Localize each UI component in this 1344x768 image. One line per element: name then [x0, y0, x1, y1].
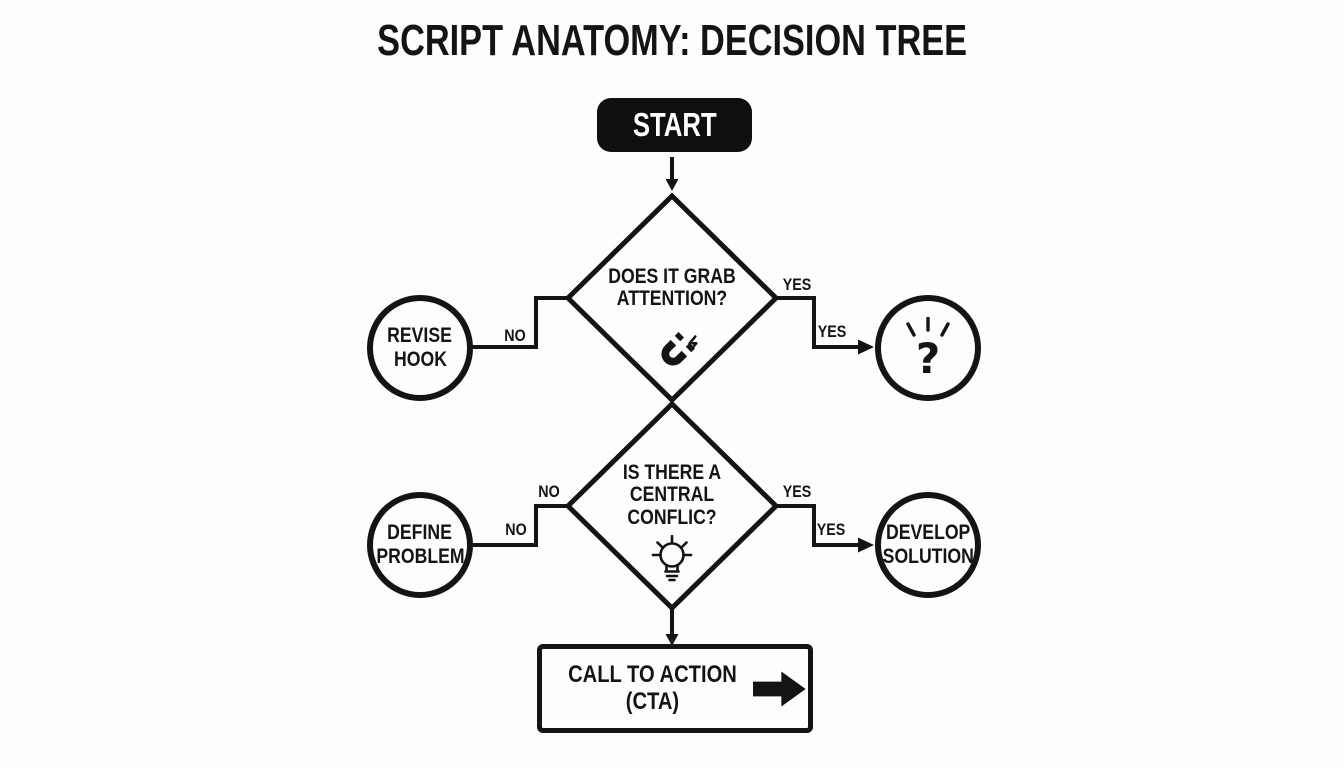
arrow-right-icon [752, 670, 806, 707]
yes-connector-2 [776, 504, 874, 553]
cta-node: CALL TO ACTION (CTA) [537, 644, 813, 733]
start-arrow [665, 157, 679, 191]
magnet-icon [661, 332, 698, 366]
edge-label-no-2-lower: NO [505, 520, 527, 539]
decision-diamond-2 [564, 400, 780, 612]
start-node: START [597, 98, 752, 152]
decision-2-question: IS THERE A CENTRAL CONFLIC? [622, 461, 722, 529]
lightbulb-icon [651, 535, 693, 582]
revise-hook-node: REVISE HOOK [367, 295, 473, 401]
define-problem-node: DEFINE PROBLEM [367, 492, 473, 598]
decision-1-question: DOES IT GRAB ATTENTION? [608, 265, 736, 311]
decision-diamond-1 [564, 192, 780, 404]
cta-arrow-connector [665, 609, 679, 646]
cta-label: CALL TO ACTION (CTA) [568, 660, 737, 715]
question-glyph: ? [915, 333, 941, 383]
develop-solution-node: DEVELOP SOLUTION [875, 492, 981, 598]
no-connector-1 [470, 296, 568, 349]
edge-label-no-2-upper: NO [538, 482, 560, 501]
page-title: SCRIPT ANATOMY: DECISION TREE [377, 16, 967, 65]
question-sparkle-icon [906, 316, 950, 337]
edge-label-yes-1-lower: YES [817, 322, 847, 341]
question-node: ? [875, 295, 981, 401]
edge-label-yes-2-lower: YES [816, 520, 846, 539]
no-connector-2 [470, 504, 568, 547]
edge-label-yes-2-upper: YES [782, 482, 812, 501]
yes-connector-1 [776, 296, 874, 355]
start-label: START [632, 106, 717, 143]
edge-label-yes-1-upper: YES [782, 275, 812, 294]
edge-label-no-1: NO [504, 326, 526, 345]
